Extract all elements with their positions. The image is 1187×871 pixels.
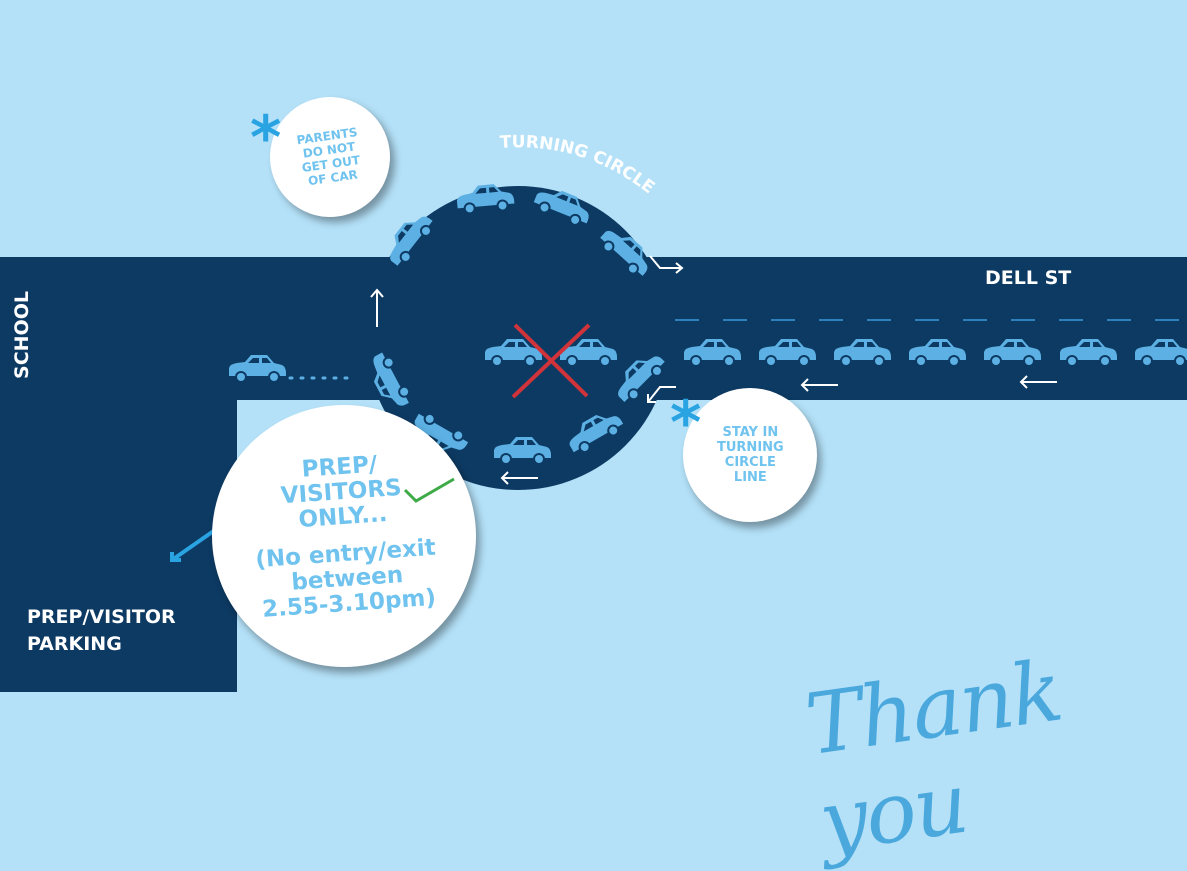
direction-arrows xyxy=(370,255,1057,485)
prep-visitors-callout: PREP/ VISITORS ONLY... (No entry/exit be… xyxy=(212,405,476,667)
asterisk-icon: * xyxy=(250,103,282,173)
traffic-map: TURNING CIRCLE xyxy=(0,132,1187,692)
callout-line: LINE xyxy=(733,470,767,485)
asterisk-icon: * xyxy=(670,388,702,458)
arrow-left-icon xyxy=(1019,375,1057,389)
arrow-left-icon xyxy=(500,471,538,485)
arrow-up-icon xyxy=(370,288,384,327)
callout-line: CIRCLE xyxy=(724,455,776,470)
no-entry-x-icon xyxy=(511,323,591,399)
dell-st-label: DELL ST xyxy=(985,267,1072,289)
arrow-left-icon xyxy=(800,378,838,392)
arrow-turn-down-icon xyxy=(647,386,676,403)
parking-label-line: PARKING xyxy=(27,633,122,655)
parking-label-line: PREP/VISITOR xyxy=(27,606,176,628)
roads xyxy=(0,186,1187,692)
parking-label: PREP/VISITOR PARKING xyxy=(27,604,176,658)
callout-line: STAY IN xyxy=(722,425,779,440)
checkmark-icon xyxy=(403,477,455,503)
callout-line: TURNING xyxy=(717,440,784,455)
arrow-turn-right-icon xyxy=(649,255,684,274)
stay-in-line-callout: STAY IN TURNING CIRCLE LINE xyxy=(683,388,817,522)
school-label: SCHOOL xyxy=(10,291,33,379)
